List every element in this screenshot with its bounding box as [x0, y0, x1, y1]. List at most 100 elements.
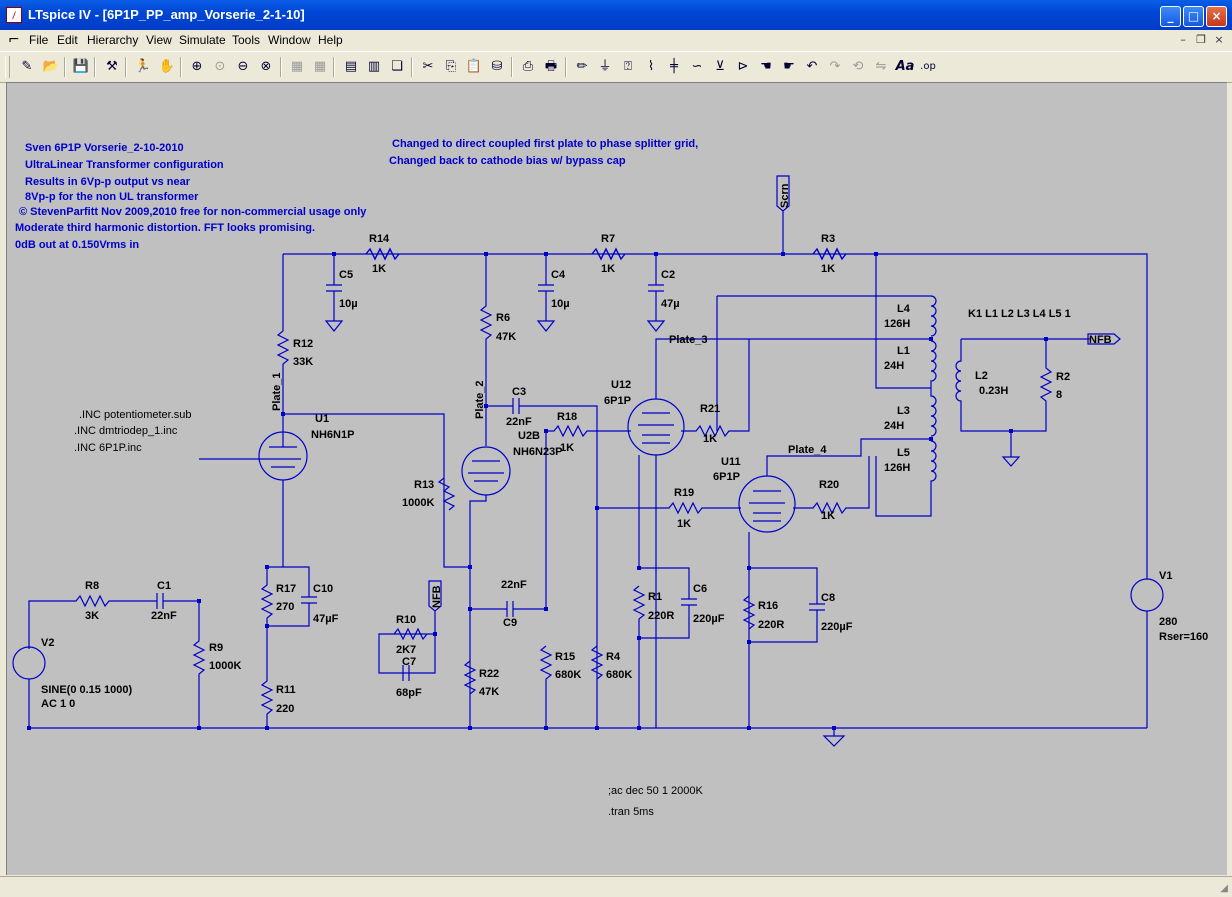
control-panel-hammer-icon[interactable]: ⚒ — [106, 59, 118, 74]
label-r13[interactable]: R13 — [414, 479, 434, 491]
value-l4[interactable]: 126H — [884, 318, 910, 330]
value-l3[interactable]: 24H — [884, 420, 904, 432]
value-r15[interactable]: 680K — [555, 669, 581, 681]
value-r11[interactable]: 220 — [276, 703, 294, 715]
value-c10[interactable]: 47µF — [313, 613, 339, 625]
menu-help[interactable]: Help — [318, 33, 343, 47]
schematic-doc-icon[interactable]: ⌐ — [8, 32, 20, 48]
zoom-in-icon[interactable]: ⊕ — [191, 59, 203, 74]
value-r8[interactable]: 3K — [85, 610, 99, 622]
label-u2b[interactable]: U2B — [518, 430, 540, 442]
run-simulation-icon[interactable]: 🏃 — [134, 59, 152, 74]
component-icon[interactable]: ⊳ — [737, 59, 749, 74]
autorange-y-icon[interactable]: ▦ — [290, 59, 304, 74]
value-r20[interactable]: 1K — [821, 510, 835, 522]
label-net-icon[interactable]: ⍰ — [624, 59, 632, 74]
value-r3[interactable]: 1K — [821, 263, 835, 275]
menu-tools[interactable]: Tools — [232, 33, 261, 47]
label-c5[interactable]: C5 — [339, 269, 353, 281]
series-r-v1[interactable]: Rser=160 — [1159, 631, 1208, 643]
ground-icon[interactable]: ⏚ — [598, 59, 612, 74]
value-r4[interactable]: 680K — [606, 669, 632, 681]
value-u12[interactable]: 6P1P — [604, 395, 631, 407]
value-r2[interactable]: 8 — [1056, 389, 1062, 401]
label-c4[interactable]: C4 — [551, 269, 566, 281]
value-c4[interactable]: 10µ — [551, 298, 570, 310]
label-r8[interactable]: R8 — [85, 580, 99, 592]
maximize-button[interactable]: □ — [1183, 6, 1204, 27]
menu-file[interactable]: File — [29, 33, 49, 47]
value-r10[interactable]: 2K7 — [396, 644, 416, 656]
net-label-plate3[interactable]: Plate_3 — [669, 334, 708, 346]
label-u1[interactable]: U1 — [315, 413, 329, 425]
schematic-canvas[interactable]: Sven 6P1P Vorserie_2-10-2010 UltraLinear… — [6, 82, 1227, 875]
label-r12[interactable]: R12 — [293, 338, 313, 350]
label-r4[interactable]: R4 — [606, 651, 621, 663]
tile-horizontal-icon[interactable]: ▥ — [367, 59, 381, 74]
copy-icon[interactable]: ⎘ — [445, 59, 457, 74]
mdi-minimize-button[interactable]: – — [1180, 33, 1186, 46]
toolbar-grip[interactable] — [5, 56, 10, 78]
value-r16[interactable]: 220R — [758, 619, 784, 631]
menu-hierarchy[interactable]: Hierarchy — [87, 33, 139, 47]
autorange-x-icon[interactable]: ▦ — [313, 59, 327, 74]
label-c10[interactable]: C10 — [313, 583, 333, 595]
print-setup-icon[interactable]: ⎙ — [522, 59, 534, 74]
minimize-button[interactable]: _ — [1160, 6, 1181, 27]
label-c3[interactable]: C3 — [512, 386, 526, 398]
label-l5[interactable]: L5 — [897, 447, 910, 459]
value-l2[interactable]: 0.23H — [979, 385, 1008, 397]
label-r7[interactable]: R7 — [601, 233, 615, 245]
label-r15[interactable]: R15 — [555, 651, 575, 663]
directive-coupling[interactable]: K1 L1 L2 L3 L4 L5 1 — [968, 308, 1071, 320]
value-u2b[interactable]: NH6N23P — [513, 446, 563, 458]
undo-icon[interactable]: ↶ — [806, 59, 818, 74]
label-r17[interactable]: R17 — [276, 583, 296, 595]
label-c1[interactable]: C1 — [157, 580, 171, 592]
value-c8[interactable]: 220µF — [821, 621, 853, 633]
mdi-restore-button[interactable]: ❐ — [1196, 33, 1206, 46]
text-aa-icon[interactable]: Aa — [895, 59, 915, 74]
ac-v2[interactable]: AC 1 0 — [41, 698, 75, 710]
value-u1[interactable]: NH6N1P — [311, 429, 354, 441]
label-r2[interactable]: R2 — [1056, 371, 1070, 383]
resistor-icon[interactable]: ⌇ — [647, 59, 655, 74]
value-r7[interactable]: 1K — [601, 263, 615, 275]
label-r11[interactable]: R11 — [276, 684, 296, 696]
label-r9[interactable]: R9 — [209, 642, 223, 654]
label-c7[interactable]: C7 — [402, 656, 416, 668]
value-v2[interactable]: SINE(0 0.15 1000) — [41, 684, 132, 696]
mirror-icon[interactable]: ⇋ — [875, 59, 887, 74]
draw-wire-pencil-icon[interactable]: ✏ — [576, 59, 588, 74]
value-r9[interactable]: 1000K — [209, 660, 241, 672]
label-r19[interactable]: R19 — [674, 487, 694, 499]
label-l4[interactable]: L4 — [897, 303, 911, 315]
value-u11[interactable]: 6P1P — [713, 471, 740, 483]
value-r14[interactable]: 1K — [372, 263, 386, 275]
drag-hand-icon[interactable]: ☛ — [783, 59, 795, 74]
value-r12[interactable]: 33K — [293, 356, 313, 368]
value-c7[interactable]: 68pF — [396, 687, 422, 699]
zoom-cancel-icon[interactable]: ⊗ — [260, 59, 272, 74]
label-c9[interactable]: C9 — [503, 617, 517, 629]
new-schematic-icon[interactable]: ✎ — [21, 59, 33, 74]
label-u11[interactable]: U11 — [721, 456, 741, 468]
menu-edit[interactable]: Edit — [57, 33, 78, 47]
label-r10[interactable]: R10 — [396, 614, 416, 626]
net-label-plate2[interactable]: Plate_2 — [474, 380, 486, 419]
net-label-plate1[interactable]: Plate_1 — [271, 372, 283, 411]
print-icon[interactable]: 🖶 — [544, 59, 558, 74]
schematic-drawing[interactable]: Sven 6P1P Vorserie_2-10-2010 UltraLinear… — [7, 83, 1227, 875]
value-c2[interactable]: 47µ — [661, 298, 680, 310]
value-l1[interactable]: 24H — [884, 360, 904, 372]
value-c1[interactable]: 22nF — [151, 610, 177, 622]
redo-icon[interactable]: ↷ — [829, 59, 841, 74]
label-l2[interactable]: L2 — [975, 370, 988, 382]
directive-tran[interactable]: .tran 5ms — [608, 806, 654, 818]
resize-grip-icon[interactable]: ◢ — [1220, 883, 1228, 894]
net-label-nfb-in[interactable]: NFB — [431, 585, 443, 608]
label-r18[interactable]: R18 — [557, 411, 577, 423]
spice-directive-op-icon[interactable]: .op — [920, 61, 936, 72]
diode-icon[interactable]: ⊻ — [715, 59, 725, 74]
value-r22[interactable]: 47K — [479, 686, 499, 698]
